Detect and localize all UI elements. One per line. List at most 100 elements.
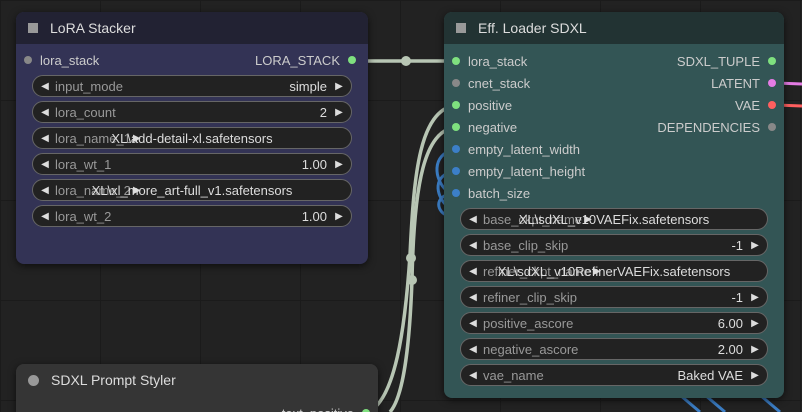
increment-arrow-icon[interactable]: ▶ <box>584 213 592 225</box>
slot-label: batch_size <box>468 185 531 201</box>
widget-base-clip-skip[interactable]: ◀base_clip_skip-1▶ <box>460 234 768 256</box>
widget-value: XL\xl_more_art-full_v1.safetensors <box>91 182 293 198</box>
increment-arrow-icon[interactable]: ▶ <box>751 317 759 329</box>
increment-arrow-icon[interactable]: ▶ <box>751 291 759 303</box>
decrement-arrow-icon[interactable]: ◀ <box>469 291 477 303</box>
decrement-arrow-icon[interactable]: ◀ <box>469 343 477 355</box>
slot-label: VAE <box>734 97 760 113</box>
increment-arrow-icon[interactable]: ▶ <box>592 265 601 277</box>
prompt-styler-header[interactable]: SDXL Prompt Styler <box>16 364 378 396</box>
slot-row: cnet_stack LATENT <box>444 72 784 94</box>
input-slot-empty-latent-width[interactable]: empty_latent_width <box>452 142 580 157</box>
output-slot-lora-stack[interactable]: LORA_STACK <box>255 53 360 68</box>
collapse-icon[interactable] <box>28 374 39 386</box>
decrement-arrow-icon[interactable]: ◀ <box>41 80 49 92</box>
increment-arrow-icon[interactable]: ▶ <box>751 239 759 251</box>
widget-name: negative_ascore <box>483 341 579 357</box>
decrement-arrow-icon[interactable]: ◀ <box>469 239 477 251</box>
output-slot-dependencies[interactable]: DEPENDENCIES <box>657 120 776 135</box>
increment-arrow-icon[interactable]: ▶ <box>335 158 343 170</box>
eff-loader-header[interactable]: Eff. Loader SDXL <box>444 12 784 44</box>
slot-label: lora_stack <box>40 52 100 68</box>
slot-dot-icon[interactable] <box>768 57 776 65</box>
decrement-arrow-icon[interactable]: ◀ <box>41 158 49 170</box>
input-slot-negative[interactable]: negative <box>452 120 517 135</box>
widget-value: 2 <box>319 104 327 120</box>
widget-value: Baked VAE <box>677 367 743 383</box>
slot-dot-icon[interactable] <box>24 56 32 64</box>
increment-arrow-icon[interactable]: ▶ <box>335 106 343 118</box>
widget-lora-wt-2[interactable]: ◀ lora_wt_2 1.00 ▶ <box>32 205 352 227</box>
slot-dot-icon[interactable] <box>452 145 460 153</box>
input-slot-lora-stack[interactable]: lora_stack <box>452 54 527 69</box>
widget-refiner-clip-skip[interactable]: ◀refiner_clip_skip-1▶ <box>460 286 768 308</box>
input-slot-lora-stack[interactable]: lora_stack <box>24 53 99 68</box>
slot-row: lora_stack SDXL_TUPLE <box>444 50 784 72</box>
output-slot-text-positive[interactable]: text_positive <box>282 406 370 412</box>
output-slot-vae[interactable]: VAE <box>735 98 776 113</box>
decrement-arrow-icon[interactable]: ◀ <box>41 184 49 196</box>
lora-stacker-header[interactable]: LoRA Stacker <box>16 12 368 44</box>
widget-value: 1.00 <box>301 156 327 172</box>
decrement-arrow-icon[interactable]: ◀ <box>469 369 477 381</box>
slot-dot-icon[interactable] <box>452 167 460 175</box>
slot-dot-icon[interactable] <box>768 123 776 131</box>
slot-dot-icon[interactable] <box>362 409 370 412</box>
increment-arrow-icon[interactable]: ▶ <box>335 210 343 222</box>
widget-value: -1 <box>731 289 743 305</box>
decrement-arrow-icon[interactable]: ◀ <box>469 213 477 225</box>
slot-row: batch_size <box>444 182 784 204</box>
decrement-arrow-icon[interactable]: ◀ <box>41 132 49 144</box>
increment-arrow-icon[interactable]: ▶ <box>133 132 141 144</box>
widget-value: XL\sdXL_v10RefinerVAEFix.safetensors <box>497 263 731 279</box>
decrement-arrow-icon[interactable]: ◀ <box>469 265 477 277</box>
input-slot-batch-size[interactable]: batch_size <box>452 186 530 201</box>
slot-dot-icon[interactable] <box>348 56 356 64</box>
decrement-arrow-icon[interactable]: ◀ <box>469 317 477 329</box>
input-slot-positive[interactable]: positive <box>452 98 512 113</box>
widget-name: input_mode <box>55 78 123 94</box>
slot-dot-icon[interactable] <box>768 101 776 109</box>
output-slot-sdxl-tuple[interactable]: SDXL_TUPLE <box>677 54 776 69</box>
slot-dot-icon[interactable] <box>452 101 460 109</box>
lora-stacker-node[interactable]: LoRA Stacker lora_stack LORA_STACK ◀ inpu… <box>16 12 368 264</box>
widget-name: lora_wt_2 <box>55 208 112 224</box>
slot-dot-icon[interactable] <box>452 79 460 87</box>
decrement-arrow-icon[interactable]: ◀ <box>41 210 49 222</box>
lora-stacker-io-row: lora_stack LORA_STACK <box>16 49 368 71</box>
slot-row: empty_latent_height <box>444 160 784 182</box>
prompt-styler-io-row: text_positive <box>16 402 378 412</box>
slot-dot-icon[interactable] <box>452 189 460 197</box>
collapse-icon[interactable] <box>456 23 466 33</box>
input-slot-empty-latent-height[interactable]: empty_latent_height <box>452 164 585 179</box>
increment-arrow-icon[interactable]: ▶ <box>335 80 343 92</box>
slot-label: LATENT <box>711 75 760 91</box>
increment-arrow-icon[interactable]: ▶ <box>133 184 141 196</box>
slot-dot-icon[interactable] <box>452 123 460 131</box>
slot-row: empty_latent_width <box>444 138 784 160</box>
slot-dot-icon[interactable] <box>452 57 460 65</box>
output-slot-latent[interactable]: LATENT <box>711 76 776 91</box>
slot-dot-icon[interactable] <box>768 79 776 87</box>
increment-arrow-icon[interactable]: ▶ <box>751 343 759 355</box>
slot-label: SDXL_TUPLE <box>676 53 760 69</box>
sdxl-prompt-styler-node[interactable]: SDXL Prompt Styler text_positive <box>16 364 378 412</box>
widget-name: refiner_ckpt_name <box>483 263 591 279</box>
increment-arrow-icon[interactable]: ▶ <box>751 369 759 381</box>
collapse-icon[interactable] <box>28 23 38 33</box>
decrement-arrow-icon[interactable]: ◀ <box>41 106 49 118</box>
input-slot-cnet-stack[interactable]: cnet_stack <box>452 76 530 91</box>
widget-value: 1.00 <box>301 208 327 224</box>
slot-label: empty_latent_width <box>468 141 581 157</box>
